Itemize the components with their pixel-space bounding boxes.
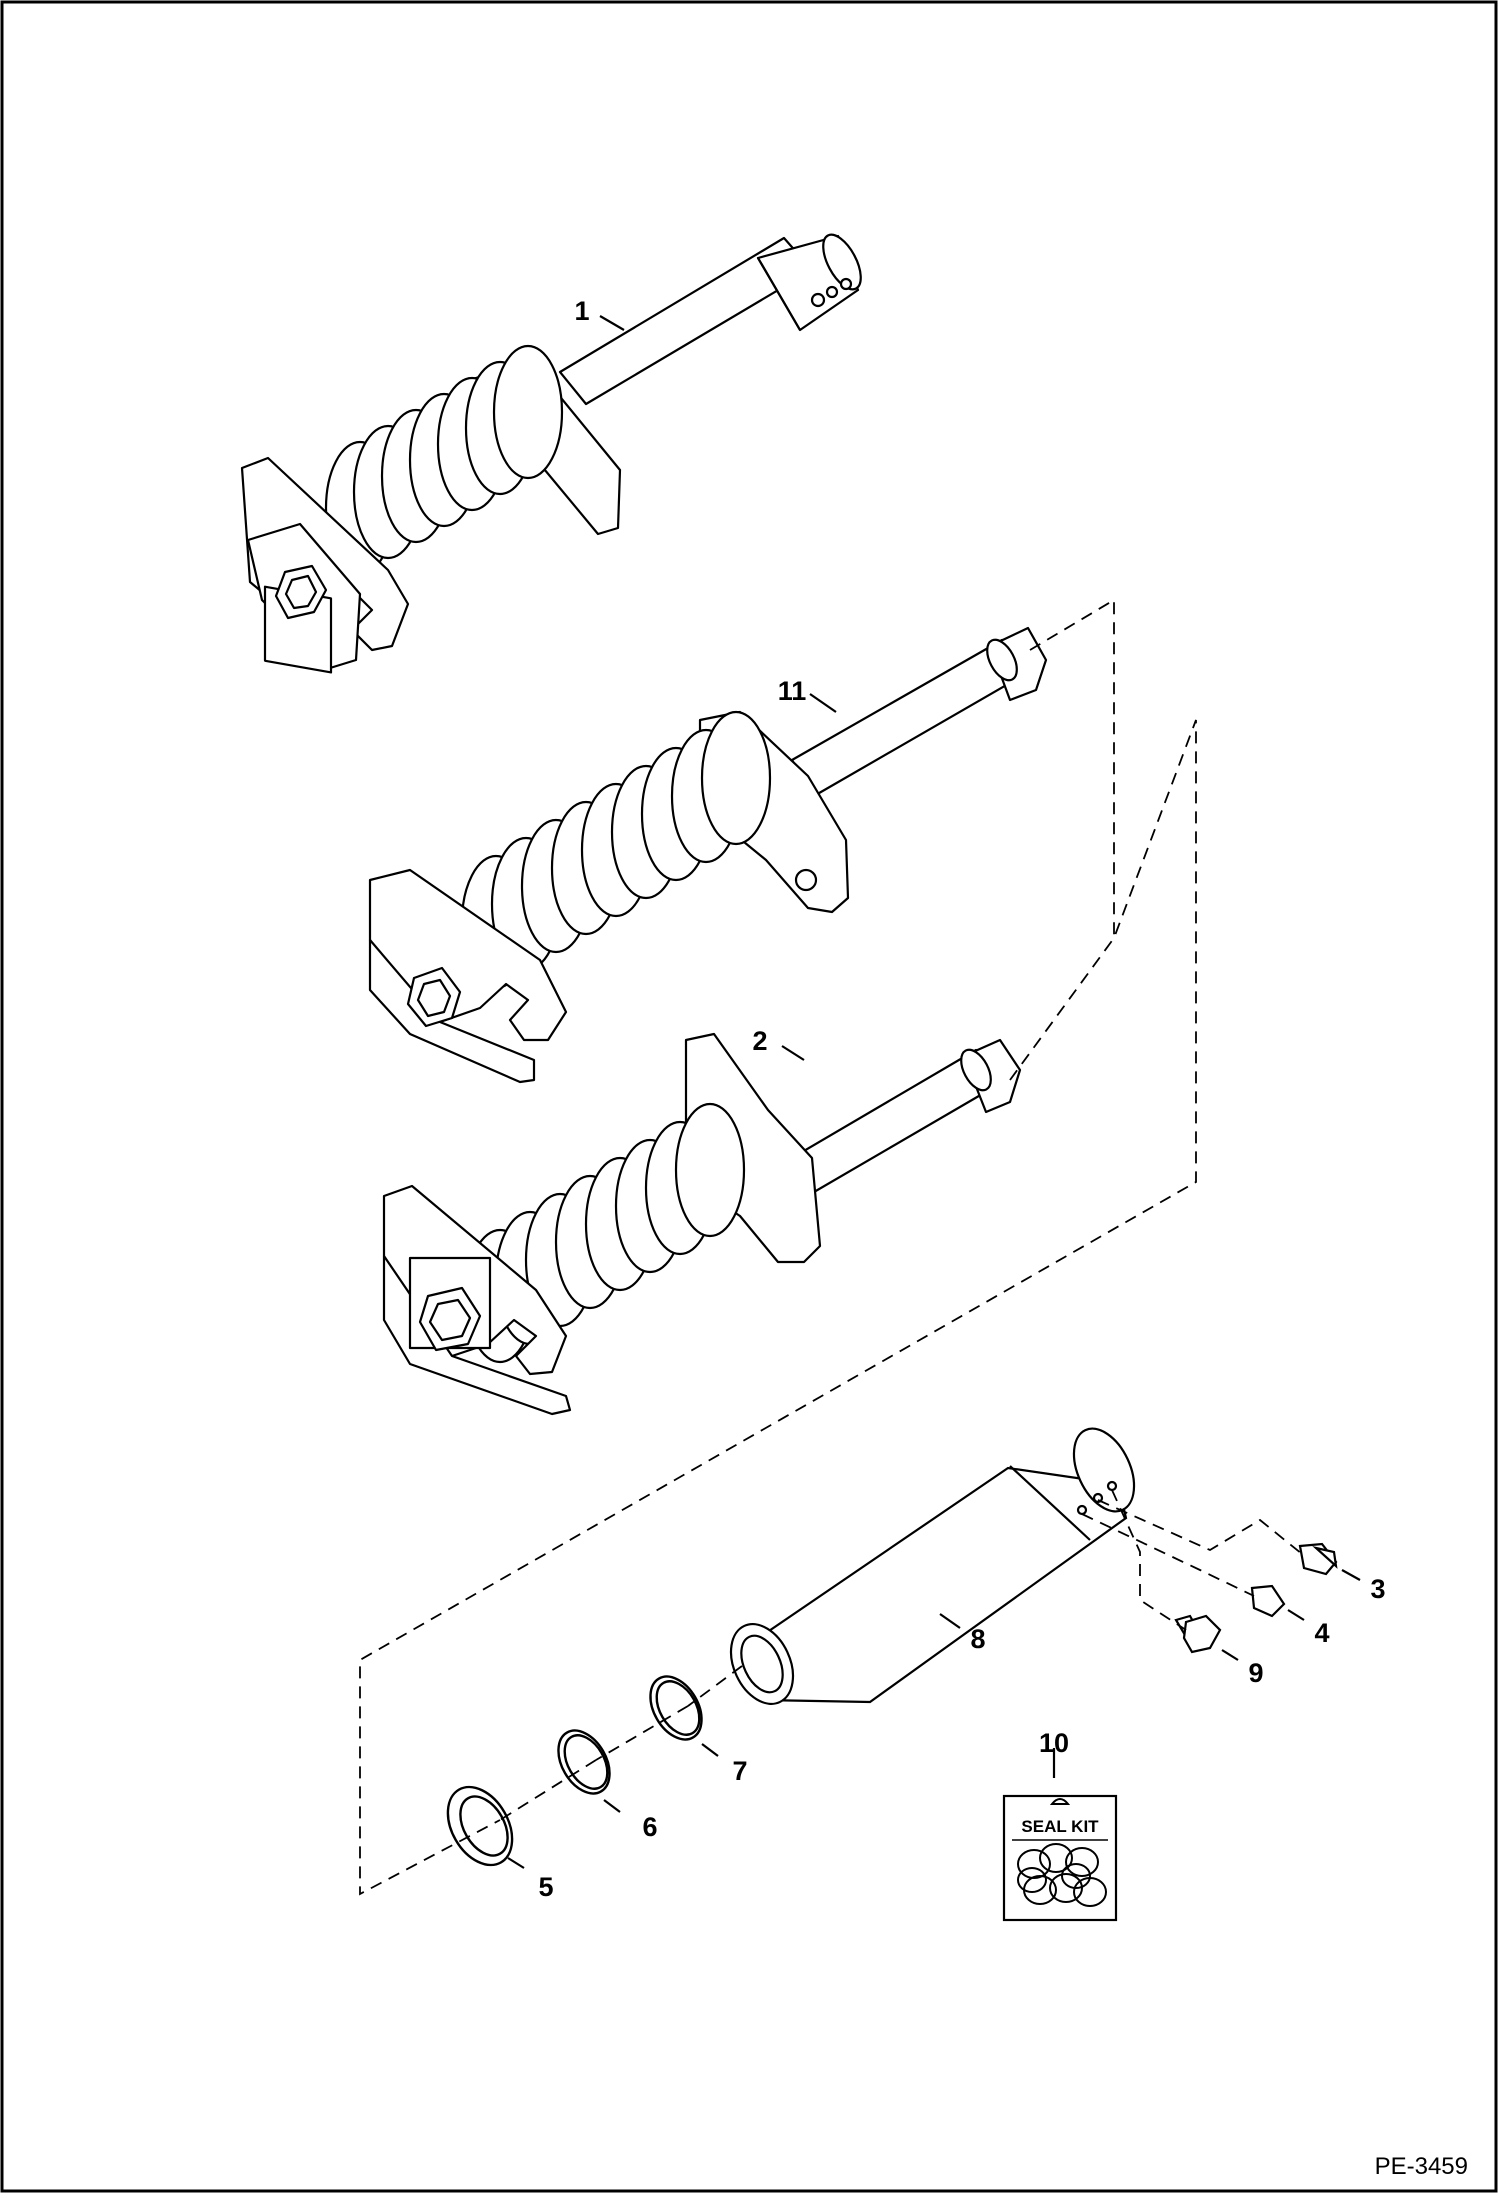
seal-kit-10: SEAL KIT: [1002, 1794, 1118, 1922]
callout-3: 3: [1370, 1574, 1385, 1604]
spring-assembly-2: [382, 1032, 1022, 1416]
callout-4: 4: [1314, 1618, 1329, 1648]
fitting-3: [1298, 1542, 1338, 1576]
callout-9: 9: [1248, 1658, 1263, 1688]
drawing-reference: PE-3459: [1375, 2153, 1468, 2180]
explode-lines: [359, 598, 1303, 1896]
leader-lines: [507, 315, 1361, 1869]
seal-5: [446, 1785, 514, 1867]
callout-10: 10: [1039, 1728, 1069, 1758]
spring-assembly-1: [240, 233, 862, 674]
callouts: 1 11 2 3 4 9 8 10 7 6 5: [538, 296, 1385, 1902]
bolt-9: [1174, 1614, 1222, 1654]
callout-7: 7: [732, 1756, 747, 1786]
callout-11: 11: [778, 676, 807, 706]
o-ring-7: [649, 1675, 703, 1741]
callout-6: 6: [642, 1812, 657, 1842]
callout-1: 1: [574, 296, 589, 326]
callout-5: 5: [538, 1872, 553, 1902]
callout-8: 8: [970, 1624, 985, 1654]
callout-2: 2: [752, 1026, 767, 1056]
cylinder-8: [729, 1427, 1136, 1705]
fitting-4: [1250, 1584, 1286, 1618]
spring-assembly-11: [368, 626, 1048, 1084]
seal-kit-label: SEAL KIT: [1021, 1817, 1099, 1836]
o-ring-6: [557, 1729, 611, 1795]
